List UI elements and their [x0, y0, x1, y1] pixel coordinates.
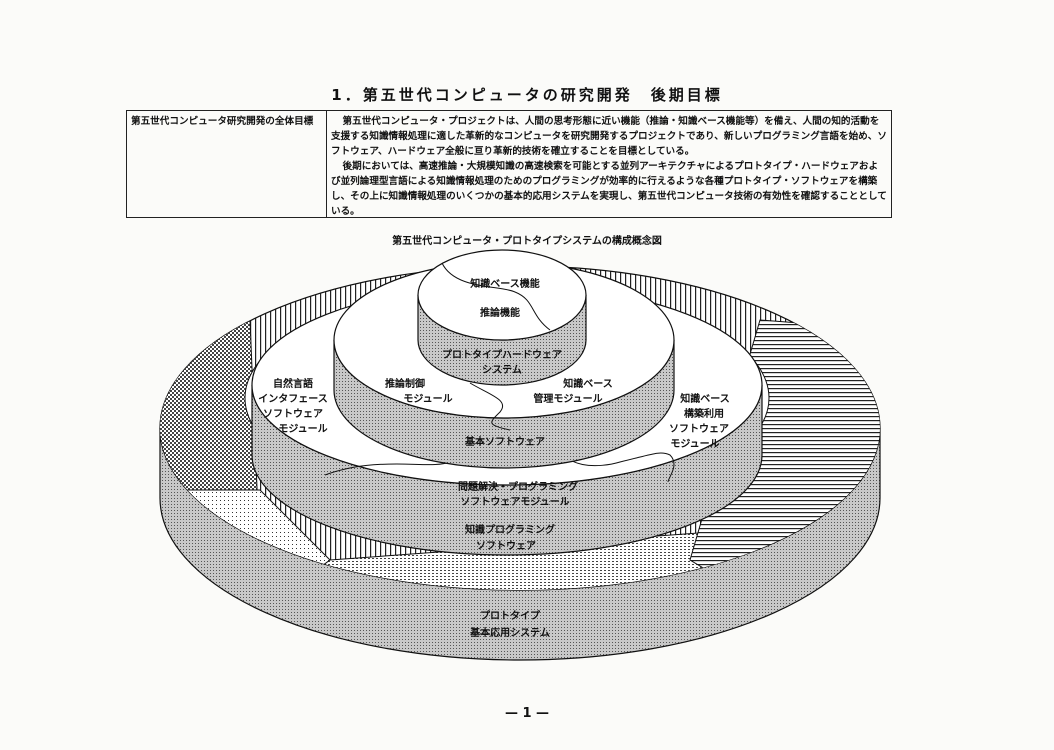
label-kb-use-1: 知識ベース — [679, 392, 730, 405]
label-inference-control-2: モジュール — [403, 393, 452, 405]
label-basic-software: 基本ソフトウェア — [464, 435, 545, 448]
diagram-labels: 知識ベース機能 推論機能 プロトタイプハードウェア システム 推論制御 モジュー… — [258, 277, 730, 639]
prototype-hardware-cylinder — [417, 249, 587, 386]
goal-paragraph-1: 第五世代コンピュータ・プロジェクトは、人間の思考形態に近い機能（推論・知識ベース… — [331, 116, 887, 157]
label-problem-solving-2: ソフトウェアモジュール — [460, 496, 569, 508]
label-kb-mgmt-2: 管理モジュール — [533, 392, 602, 405]
goal-table: 第五世代コンピュータ研究開発の全体目標 第五世代コンピュータ・プロジェクトは、人… — [126, 110, 892, 218]
page-number: — 1 — — [504, 706, 550, 721]
goal-table-body: 第五世代コンピュータ・プロジェクトは、人間の思考形態に近い機能（推論・知識ベース… — [327, 111, 891, 217]
goal-paragraph-2: 後期においては、高速推論・大規模知識の高速検索を可能とする並列アーキテクチャによ… — [331, 161, 887, 217]
label-nl-1: 自然言語 — [273, 377, 313, 390]
label-application-2: 基本応用システム — [469, 626, 550, 639]
label-hw-2: システム — [482, 364, 522, 376]
label-kb-use-2: 構築利用 — [684, 407, 724, 420]
label-kb-use-4: モジュール — [670, 438, 719, 450]
label-knowledge-programming-1: 知識プログラミング — [464, 523, 555, 536]
label-nl-2: インタフェース — [258, 393, 328, 405]
label-kb-function: 知識ベース機能 — [469, 277, 540, 290]
label-knowledge-programming-2: ソフトウェア — [476, 540, 536, 552]
diagram-title: 第五世代コンピュータ・プロトタイプシステムの構成概念図 — [392, 236, 662, 247]
label-inference-control-1: 推論制御 — [385, 377, 425, 390]
label-nl-3: ソフトウェア — [263, 408, 323, 420]
goal-table-label: 第五世代コンピュータ研究開発の全体目標 — [127, 111, 327, 217]
label-inference-function: 推論機能 — [480, 306, 520, 319]
label-application-1: プロトタイプ — [480, 609, 541, 622]
label-hw-1: プロトタイプハードウェア — [442, 348, 562, 361]
label-kb-mgmt-1: 知識ベース — [562, 377, 613, 390]
label-kb-use-3: ソフトウェア — [669, 423, 729, 435]
page-title: 1．第五世代コンピュータの研究開発 後期目標 — [331, 86, 723, 104]
label-problem-solving-1: 問題解決・プログラミング — [458, 480, 578, 493]
label-nl-4: モジュール — [278, 423, 327, 435]
